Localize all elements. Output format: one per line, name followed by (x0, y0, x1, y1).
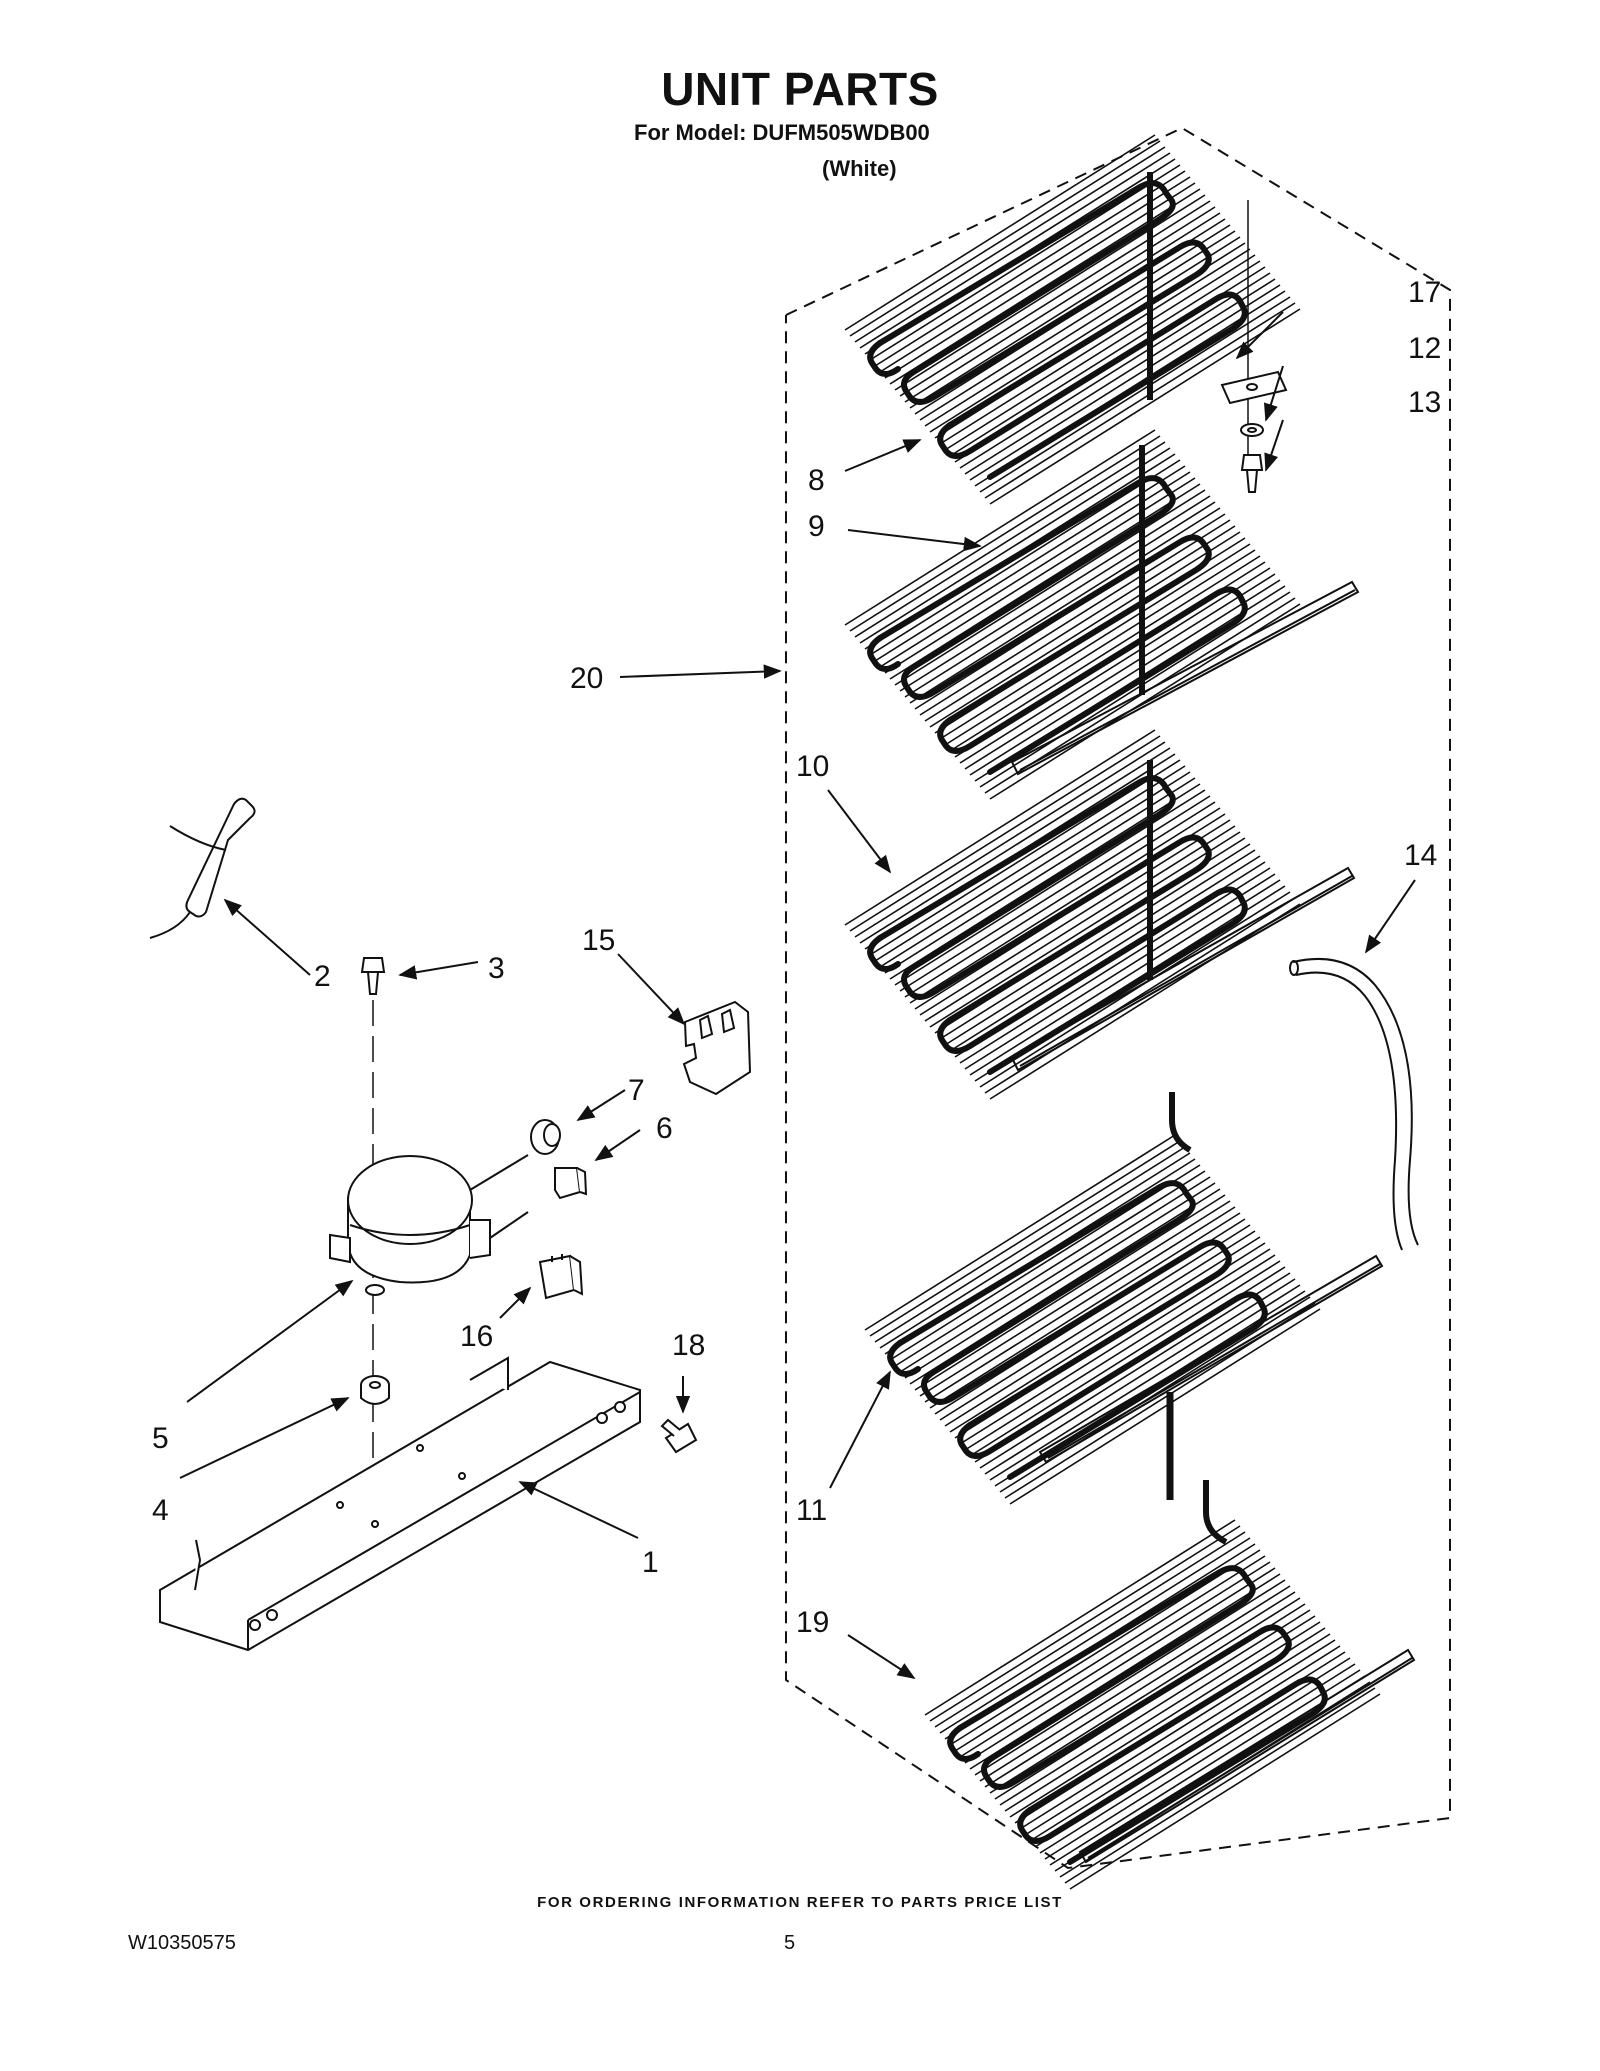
shelf-rail-19 (1078, 1648, 1416, 1864)
leader-2 (223, 898, 311, 976)
leader-4 (179, 1397, 350, 1479)
leader-3 (398, 961, 479, 980)
callout-19: 19 (796, 1606, 829, 1639)
leader-17 (1235, 311, 1284, 360)
callout-2: 2 (314, 960, 331, 993)
evaporator-shelf-8 (845, 135, 1300, 504)
leader-16 (499, 1286, 532, 1319)
cabinet-outline (785, 126, 1451, 1870)
screw-18 (660, 1418, 698, 1454)
leader-13 (1264, 419, 1284, 472)
leader-8 (844, 439, 922, 472)
leader-14 (1364, 879, 1416, 954)
leader-6 (594, 1129, 641, 1162)
drier-2 (149, 797, 256, 939)
callout-16: 16 (460, 1320, 493, 1353)
callout-13: 13 (1408, 386, 1441, 419)
compressor-base-1 (159, 1356, 641, 1652)
callout-5: 5 (152, 1422, 169, 1455)
callout-18: 18 (672, 1329, 705, 1362)
callout-20: 20 (570, 662, 603, 695)
drain-tube-14 (1289, 958, 1419, 1251)
leader-20 (619, 664, 782, 679)
ordering-note: FOR ORDERING INFORMATION REFER TO PARTS … (537, 1894, 1063, 1911)
callout-9: 9 (808, 510, 825, 543)
callout-7: 7 (628, 1074, 645, 1107)
callout-15: 15 (582, 924, 615, 957)
screw-13 (1240, 454, 1264, 493)
callout-3: 3 (488, 952, 505, 985)
callout-1: 1 (642, 1546, 659, 1579)
evaporator-shelf-9 (845, 430, 1300, 799)
callout-11: 11 (796, 1494, 827, 1527)
evaporator-shelf-19 (925, 1520, 1380, 1889)
leader-9 (847, 529, 982, 552)
overload-7 (530, 1119, 561, 1155)
leader-12 (1263, 365, 1284, 422)
callout-8: 8 (808, 464, 825, 497)
shelf-rail-11 (1038, 1254, 1384, 1464)
model-variant: (White) (822, 156, 897, 181)
grommet-4 (360, 1375, 390, 1405)
leader-11 (829, 1370, 891, 1489)
leader-15 (617, 953, 686, 1026)
evaporator-shelf-10 (845, 730, 1300, 1099)
leader-19 (847, 1634, 916, 1679)
relay-6 (554, 1167, 588, 1200)
shelf-rail-9 (1010, 580, 1360, 776)
callout-10: 10 (796, 750, 829, 783)
page-number: 5 (784, 1932, 796, 1954)
terminal-cover-15 (682, 1000, 752, 1096)
model-line: For Model: DUFM505WDB00 (634, 120, 930, 145)
callout-4: 4 (152, 1494, 169, 1527)
page-title: UNIT PARTS (661, 63, 939, 115)
shelf-rail-10 (1010, 866, 1356, 1072)
leader-10 (827, 789, 892, 874)
bracket-17 (1220, 370, 1288, 405)
leader-5 (186, 1279, 354, 1403)
document-number: W10350575 (128, 1932, 236, 1954)
compressor-5 (329, 1154, 529, 1296)
callout-17: 17 (1408, 276, 1441, 309)
leader-7 (576, 1089, 626, 1121)
evaporator-shelf-11 (865, 1135, 1320, 1504)
screw-3 (360, 957, 386, 995)
leader-1 (518, 1481, 639, 1539)
callout-6: 6 (656, 1112, 673, 1145)
callout-14: 14 (1404, 839, 1437, 872)
capacitor-16 (538, 1254, 584, 1300)
washer-12 (1240, 423, 1264, 437)
callout-12: 12 (1408, 332, 1441, 365)
